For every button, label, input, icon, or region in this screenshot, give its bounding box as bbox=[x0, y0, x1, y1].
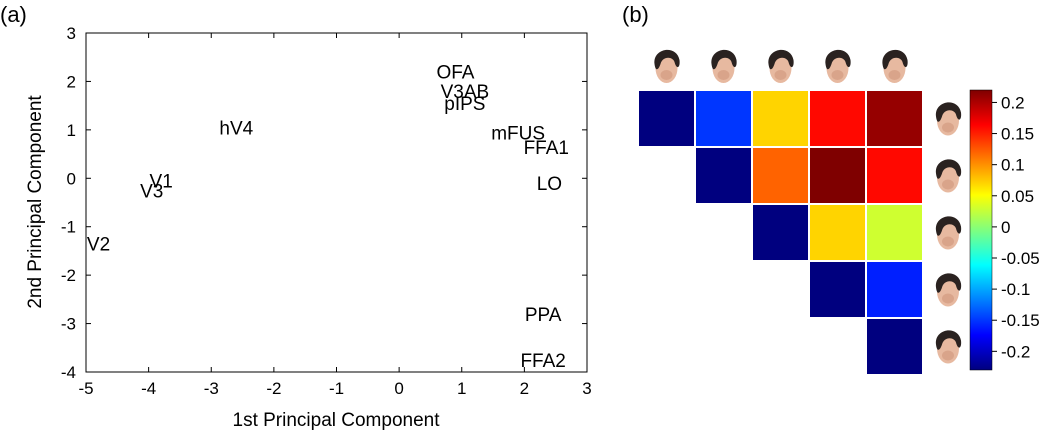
x-tick-label: 0 bbox=[394, 379, 403, 398]
heatmap-cell-r4-c4 bbox=[865, 317, 924, 376]
heatmap-cell-r1-c1 bbox=[694, 146, 753, 205]
x-tick-label: -4 bbox=[141, 379, 156, 398]
heatmap-cell-r1-c4 bbox=[865, 146, 924, 205]
face-icon-col-1 bbox=[654, 49, 680, 83]
heatmap-cell-r0-c3 bbox=[808, 89, 867, 148]
y-axis-title: 2nd Principal Component bbox=[25, 95, 46, 309]
x-tick-label: 3 bbox=[582, 379, 591, 398]
x-tick-label: -5 bbox=[78, 379, 93, 398]
point-label-pips: pIPS bbox=[444, 94, 485, 115]
x-tick-label: -2 bbox=[266, 379, 281, 398]
column-face-icons bbox=[654, 49, 908, 83]
y-tick-labels: 3 2 1 0 -1 -2 -3 -4 bbox=[61, 24, 587, 382]
heatmap-cell-r1-c2 bbox=[751, 146, 810, 205]
y-tick-label: 0 bbox=[67, 169, 76, 188]
plot-frame bbox=[85, 32, 588, 373]
face-icon-row-4 bbox=[935, 273, 962, 307]
heatmap-cell-r2-c2 bbox=[751, 203, 810, 262]
point-label-ffa1: FFA1 bbox=[524, 138, 569, 159]
colorbar-tick-label: -0.15 bbox=[1001, 311, 1040, 330]
point-label-hv4: hV4 bbox=[219, 118, 253, 139]
y-tick-label: -3 bbox=[61, 315, 76, 334]
heatmap-cell-r0-c4 bbox=[865, 89, 924, 148]
point-label-v3: V3 bbox=[140, 181, 163, 202]
panel-b-label: (b) bbox=[622, 2, 649, 27]
face-icon-col-4 bbox=[825, 49, 851, 83]
colorbar-tick-label: 0 bbox=[1001, 218, 1010, 237]
point-label-ofa: OFA bbox=[436, 63, 474, 84]
heatmap-cell-r3-c4 bbox=[865, 260, 924, 319]
face-icon-col-2 bbox=[711, 49, 737, 83]
colorbar-tick-label: -0.05 bbox=[1001, 249, 1040, 268]
y-tick-label: -2 bbox=[61, 266, 76, 285]
point-label-v1: V1 bbox=[150, 172, 173, 193]
colorbar-tick-label: 0.05 bbox=[1001, 187, 1034, 206]
heatmap-cell-r0-c2 bbox=[751, 89, 810, 148]
face-icon-row-2 bbox=[935, 159, 962, 193]
x-tick-label: -3 bbox=[204, 379, 219, 398]
heatmap-cell-r1-c3 bbox=[808, 146, 867, 205]
y-tick-label: 2 bbox=[67, 72, 76, 91]
heatmap-cell-r3-c3 bbox=[808, 260, 867, 319]
point-label-ffa2: FFA2 bbox=[520, 351, 565, 372]
point-label-v2: V2 bbox=[87, 235, 110, 256]
heatmap-cell-r2-c3 bbox=[808, 203, 867, 262]
point-label-lo: LO bbox=[537, 174, 562, 195]
x-axis-title: 1st Principal Component bbox=[233, 410, 441, 431]
row-face-icons bbox=[935, 102, 962, 364]
panel-a-label: (a) bbox=[0, 2, 27, 27]
heatmap-cell-r0-c1 bbox=[694, 89, 753, 148]
heatmap-cell-r2-c4 bbox=[865, 203, 924, 262]
y-tick-label: 1 bbox=[67, 121, 76, 140]
colorbar-tick-label: 0.1 bbox=[1001, 156, 1025, 175]
point-label-ppa: PPA bbox=[525, 305, 562, 326]
face-icon-col-3 bbox=[768, 49, 794, 83]
colorbar-tick-label: 0.2 bbox=[1001, 93, 1025, 112]
x-tick-label: -1 bbox=[329, 379, 344, 398]
colorbar-tick-label: 0.15 bbox=[1001, 125, 1034, 144]
face-icon-col-5 bbox=[882, 49, 908, 83]
colorbar bbox=[969, 89, 993, 371]
colorbar-tick-labels: 0.2 0.15 0.1 0.05 0 -0.05 -0.1 -0.15 -0.2 bbox=[992, 93, 1040, 361]
x-tick-label: 2 bbox=[520, 379, 529, 398]
y-tick-label: 3 bbox=[67, 24, 76, 43]
point-label-mfus: mFUS bbox=[491, 123, 545, 144]
heatmap-cells bbox=[637, 89, 924, 376]
y-tick-label: -4 bbox=[61, 363, 76, 382]
face-icon-row-3 bbox=[935, 216, 962, 250]
heatmap-cell-r0-c0 bbox=[637, 89, 696, 148]
y-tick-label: -1 bbox=[61, 218, 76, 237]
x-tick-labels: -5 -4 -3 -2 -1 0 1 2 3 bbox=[78, 33, 592, 398]
similarity-heatmap: 0.2 0.15 0.1 0.05 0 -0.05 -0.1 -0.15 -0.2 bbox=[637, 49, 1040, 376]
colorbar-tick-label: -0.1 bbox=[1001, 280, 1030, 299]
point-label-v3ab: V3AB bbox=[441, 82, 490, 103]
colorbar-tick-label: -0.2 bbox=[1001, 342, 1030, 361]
face-icon-row-1 bbox=[935, 102, 962, 136]
x-tick-label: 1 bbox=[457, 379, 466, 398]
face-icon-row-5 bbox=[935, 330, 962, 364]
